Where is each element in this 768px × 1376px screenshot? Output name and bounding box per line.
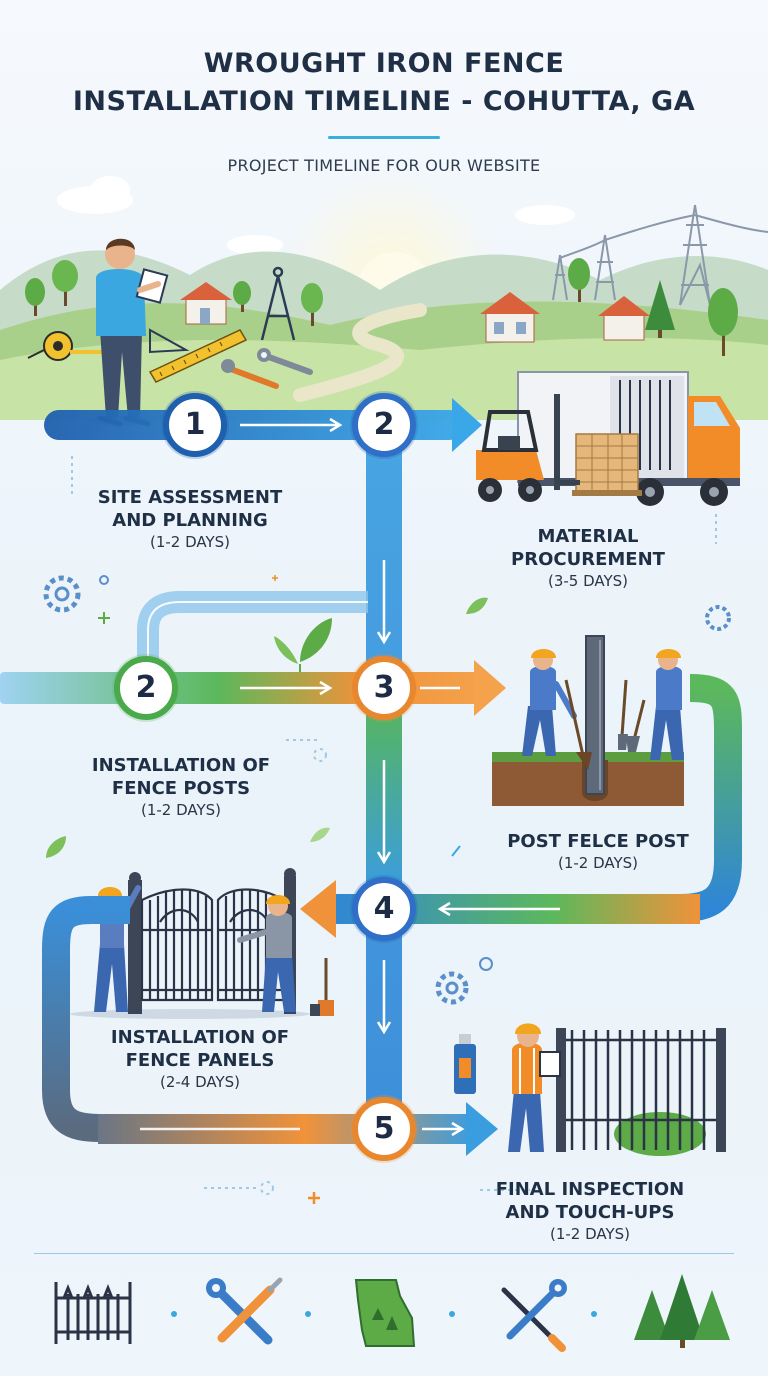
step-4-number: 4 — [373, 891, 395, 926]
power-tower-icon — [552, 204, 768, 306]
inspector-person — [508, 1023, 561, 1152]
gear-icon — [705, 605, 731, 631]
fence-icon — [54, 1282, 132, 1344]
footer-divider — [34, 1253, 734, 1254]
worker-left — [522, 649, 592, 770]
page-subtitle: PROJECT TIMELINE FOR OUR WEBSITE — [227, 156, 541, 175]
gear-icon — [43, 575, 81, 613]
worker-right — [618, 649, 684, 760]
page-title-line-2: INSTALLATION TIMELINE - COHUTTA, GA — [72, 86, 696, 117]
step-2-badge — [350, 391, 418, 459]
step-2b-badge — [112, 654, 180, 722]
step-2b-number: 2 — [135, 670, 157, 705]
step-3-number: 3 — [373, 670, 395, 705]
step-2b-title-line-1: INSTALLATION OF — [91, 755, 271, 776]
wrench-screwdriver-icon — [206, 1277, 283, 1345]
step-3-duration: (1-2 DAYS) — [557, 854, 639, 872]
step-2-number: 2 — [373, 407, 395, 442]
step-2b-label: INSTALLATION OF FENCE POSTS (1-2 DAYS) — [56, 754, 306, 821]
compass-icon — [260, 266, 296, 341]
surveyor-person — [90, 238, 169, 427]
step-3-badge — [350, 654, 418, 722]
forklift-icon — [476, 394, 580, 502]
inspection-illustration — [454, 1023, 726, 1156]
step-1-title-line-2: AND PLANNING — [112, 510, 268, 531]
step-1-number: 1 — [184, 407, 206, 442]
step-5-number: 5 — [373, 1111, 395, 1146]
step-4-duration: (2-4 DAYS) — [159, 1073, 241, 1091]
gate-installation-illustration — [70, 868, 334, 1019]
step-5-label: FINAL INSPECTION AND TOUCH-UPS (1-2 DAYS… — [470, 1178, 710, 1245]
page-title-line-1: WROUGHT IRON FENCE — [203, 48, 565, 79]
ruler-icon — [148, 329, 248, 383]
step-2-title-line-2: PROCUREMENT — [511, 549, 665, 570]
step-5-title-line-1: FINAL INSPECTION — [495, 1179, 685, 1200]
step-4-label: INSTALLATION OF FENCE PANELS (2-4 DAYS) — [70, 1026, 330, 1093]
step-2b-title-line-2: FENCE POSTS — [111, 778, 251, 799]
surveyor-illustration — [27, 238, 313, 427]
pine-trees-icon — [634, 1274, 730, 1348]
worker-gate-right — [237, 895, 296, 1012]
step-5-badge — [350, 1095, 418, 1163]
step-5-title-line-2: AND TOUCH-UPS — [505, 1202, 675, 1223]
step-2b-duration: (1-2 DAYS) — [140, 801, 222, 819]
set-square-icon — [149, 328, 190, 354]
step-1-badge — [161, 391, 229, 459]
footer-icons — [54, 1274, 730, 1352]
step-4-title-line-1: INSTALLATION OF — [110, 1027, 290, 1048]
step-3-label: POST FELCE POST (1-2 DAYS) — [468, 830, 728, 874]
step-badges — [112, 391, 418, 1163]
step-4-title-line-2: FENCE PANELS — [125, 1050, 275, 1071]
decorative-accents — [43, 456, 731, 1204]
spray-can-icon — [454, 1034, 476, 1094]
step-4-badge — [350, 875, 418, 943]
tools-icon — [501, 1279, 567, 1352]
tape-measure-icon — [27, 331, 102, 361]
step-5-duration: (1-2 DAYS) — [549, 1225, 631, 1243]
house-icon — [180, 282, 650, 343]
delivery-truck-illustration — [476, 371, 740, 506]
step-2-duration: (3-5 DAYS) — [547, 572, 629, 590]
step-2-label: MATERIAL PROCUREMENT (3-5 DAYS) — [468, 525, 708, 592]
tree-icon — [25, 258, 738, 356]
wrench-icon — [221, 348, 313, 389]
post-digging-illustration — [492, 635, 684, 806]
leaf-icon — [46, 597, 488, 858]
title-divider — [328, 136, 440, 139]
step-1-label: SITE ASSESSMENT AND PLANNING (1-2 DAYS) — [60, 486, 320, 553]
step-2-title-line-1: MATERIAL — [537, 526, 639, 547]
cloud-icon — [57, 176, 575, 255]
step-1-duration: (1-2 DAYS) — [149, 533, 231, 551]
georgia-map-icon — [354, 1279, 416, 1347]
step-1-title-line-1: SITE ASSESSMENT — [97, 487, 283, 508]
step-3-title: POST FELCE POST — [507, 831, 689, 852]
gear-icon — [435, 971, 469, 1005]
